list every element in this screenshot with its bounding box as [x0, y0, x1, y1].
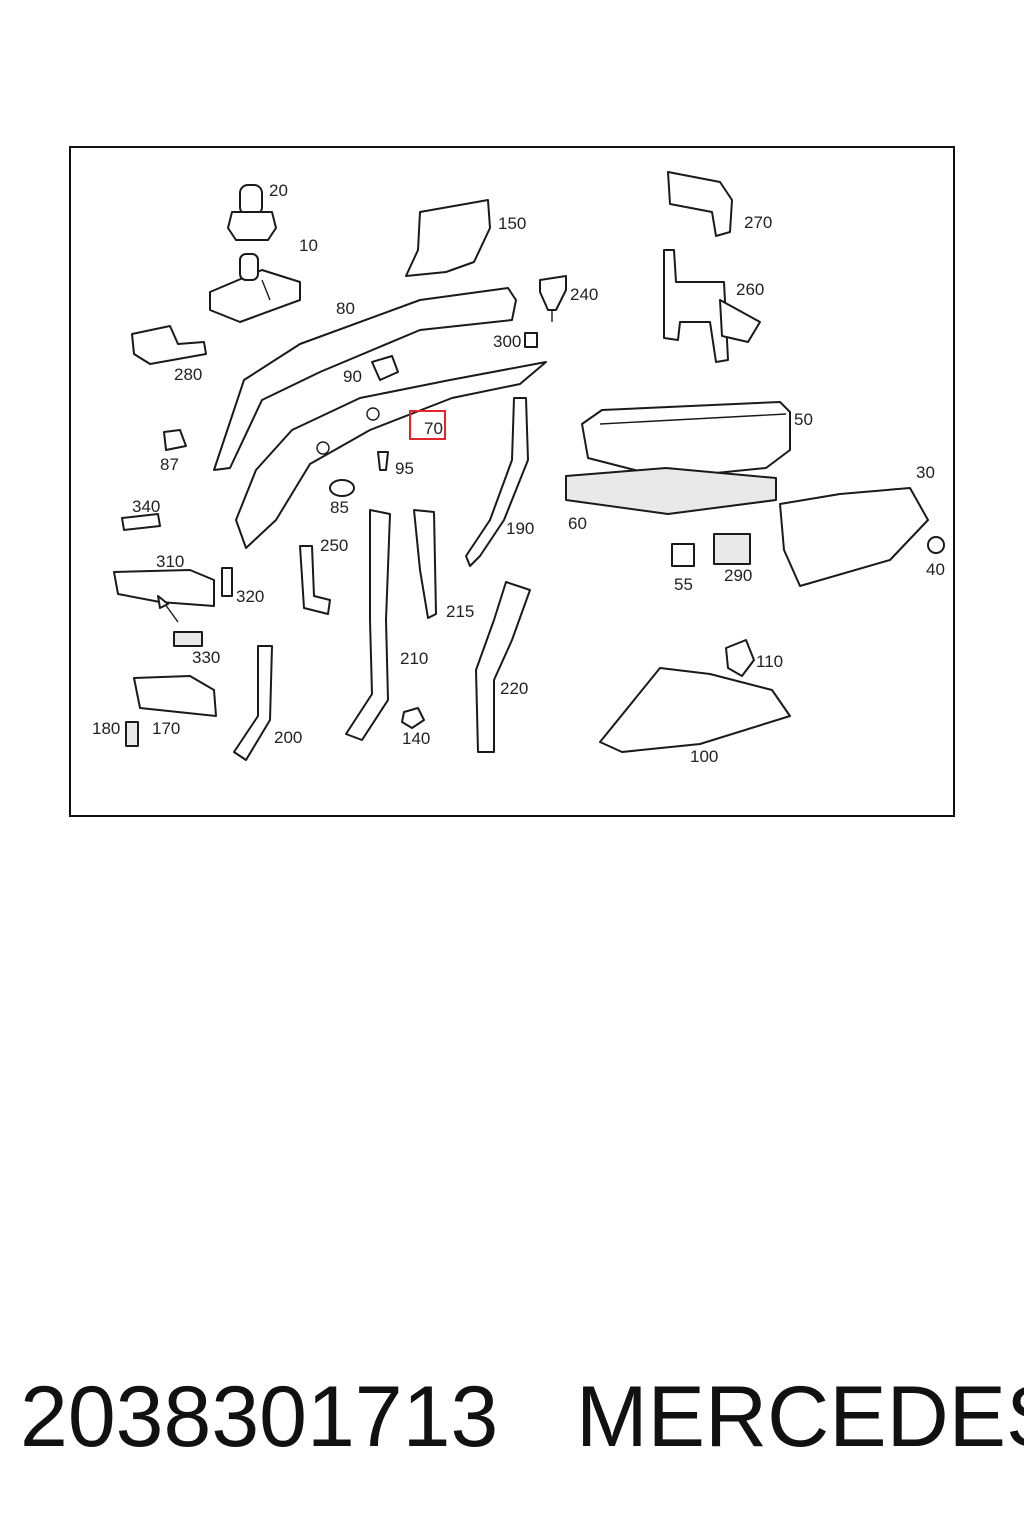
label-100: 100	[690, 747, 718, 766]
part-320[interactable]	[221, 567, 233, 597]
label-180: 180	[92, 719, 120, 738]
label-80: 80	[336, 299, 355, 318]
label-300: 300	[493, 332, 521, 351]
part-70[interactable]	[235, 361, 547, 549]
label-215: 215	[446, 602, 474, 621]
label-310: 310	[156, 552, 184, 571]
part-180[interactable]	[125, 721, 139, 747]
part-40[interactable]	[927, 536, 945, 554]
label-87: 87	[160, 455, 179, 474]
part-30[interactable]	[779, 487, 929, 587]
part-280[interactable]	[131, 325, 207, 365]
part-55[interactable]	[671, 543, 695, 567]
label-10: 10	[299, 236, 318, 255]
part-190[interactable]	[465, 397, 529, 567]
part-310[interactable]	[113, 569, 215, 607]
part-95[interactable]	[377, 451, 389, 471]
label-90: 90	[343, 367, 362, 386]
part-110[interactable]	[725, 639, 755, 677]
label-70: 70	[424, 419, 443, 438]
part-260[interactable]	[663, 249, 761, 363]
part-number: 2038301713	[20, 1369, 499, 1465]
label-50: 50	[794, 410, 813, 429]
highlight-box-70	[409, 410, 446, 440]
label-220: 220	[500, 679, 528, 698]
label-170: 170	[152, 719, 180, 738]
part-170[interactable]	[133, 675, 217, 717]
part-87[interactable]	[163, 429, 187, 451]
part-215[interactable]	[413, 509, 437, 619]
label-150: 150	[498, 214, 526, 233]
label-40: 40	[926, 560, 945, 579]
label-250: 250	[320, 536, 348, 555]
part-220[interactable]	[475, 581, 531, 753]
label-260: 260	[736, 280, 764, 299]
part-80[interactable]	[213, 287, 517, 471]
part-100[interactable]	[599, 667, 791, 753]
bottom-caption: 2038301713 MERCEDES	[20, 1362, 1024, 1472]
part-330[interactable]	[173, 631, 203, 647]
part-labels: 20 10 150 270 240 260 80 300 280 90 50 7…	[92, 181, 945, 766]
part-240[interactable]	[539, 275, 567, 322]
label-340: 340	[132, 497, 160, 516]
label-55: 55	[674, 575, 693, 594]
label-30: 30	[916, 463, 935, 482]
label-270: 270	[744, 213, 772, 232]
part-60[interactable]	[565, 467, 777, 515]
brand-name: MERCEDES	[576, 1369, 1024, 1465]
part-290[interactable]	[713, 533, 751, 565]
part-150[interactable]	[405, 199, 491, 277]
part-50[interactable]	[581, 401, 791, 479]
part-10[interactable]	[209, 253, 301, 323]
label-320: 320	[236, 587, 264, 606]
arrow-310	[157, 595, 179, 623]
label-290: 290	[724, 566, 752, 585]
label-210: 210	[400, 649, 428, 668]
part-210[interactable]	[345, 509, 391, 741]
label-200: 200	[274, 728, 302, 747]
part-85[interactable]	[329, 479, 355, 497]
part-20[interactable]	[227, 184, 277, 241]
part-250[interactable]	[299, 545, 331, 615]
part-90[interactable]	[371, 355, 399, 381]
label-20: 20	[269, 181, 288, 200]
label-60: 60	[568, 514, 587, 533]
part-300[interactable]	[524, 332, 538, 348]
part-270[interactable]	[667, 171, 733, 237]
label-110: 110	[756, 652, 783, 671]
label-280: 280	[174, 365, 202, 384]
label-140: 140	[402, 729, 430, 748]
part-200[interactable]	[233, 645, 273, 761]
label-85: 85	[330, 498, 349, 517]
label-240: 240	[570, 285, 598, 304]
part-340[interactable]	[121, 513, 161, 531]
label-95: 95	[395, 459, 414, 478]
part-140[interactable]	[401, 707, 425, 729]
label-330: 330	[192, 648, 220, 667]
label-190: 190	[506, 519, 534, 538]
